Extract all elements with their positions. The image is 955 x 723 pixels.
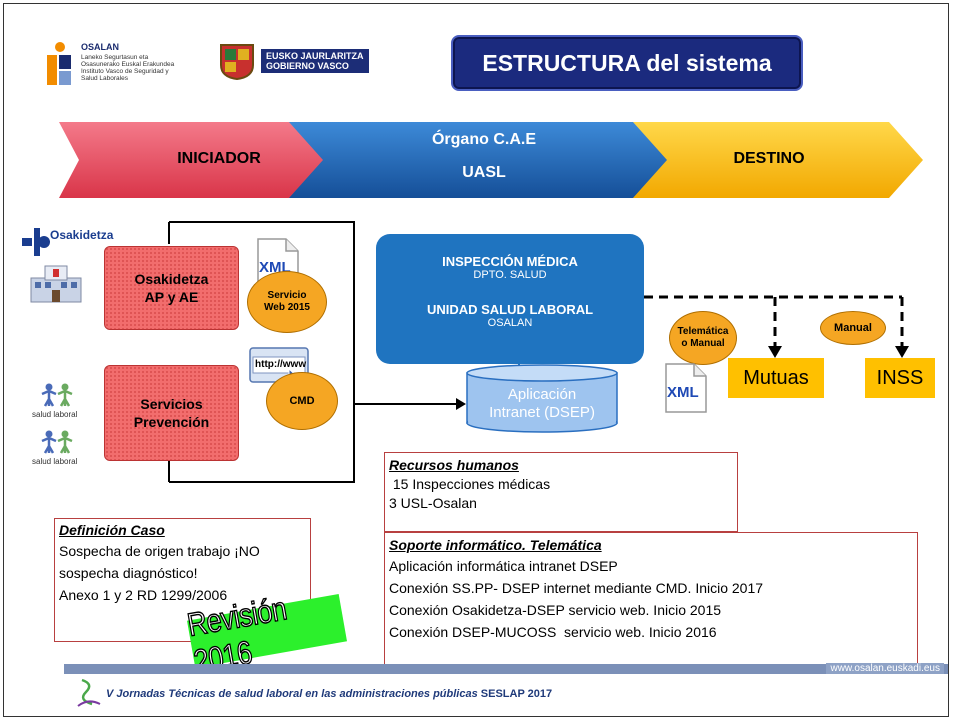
organo-arrow (289, 122, 683, 198)
aplicacion-line2: Intranet (DSEP) (489, 404, 595, 421)
page-title: ESTRUCTURA del sistema (451, 35, 803, 91)
gv-line2: GOBIERNO VASCO (266, 61, 349, 71)
osakidetza-box-line1: Osakidetza (134, 271, 209, 287)
footer-url: www.osalan.euskadi.eus (826, 663, 944, 674)
recursos-line2: 3 USL-Osalan (389, 495, 477, 511)
servicio-web-line2: Web 2015 (264, 302, 310, 313)
salud-laboral-logo-1: salud laboral (32, 382, 82, 422)
osalan-subtitle: Laneko Segurtasun eta Osasunerako Euskal… (81, 54, 186, 82)
osakidetza-box-line2: AP y AE (144, 289, 199, 305)
servicio-web-line1: Servicio (267, 290, 307, 301)
inspeccion-sub: DPTO. SALUD (473, 269, 547, 281)
osakidetza-logo-text: Osakidetza (50, 228, 114, 242)
osakidetza-box: Osakidetza AP y AE (104, 246, 239, 330)
iniciador-arrow (59, 122, 333, 198)
telematica-line2: o Manual (681, 338, 725, 349)
browser-http-icon: http://www (249, 347, 309, 387)
salud-laboral-logo-2: salud laboral (32, 429, 82, 469)
definicion-line3: Anexo 1 y 2 RD 1299/2006 (59, 587, 228, 603)
uasl-label: UASL (462, 164, 506, 181)
osalan-line3: Instituto Vasco de Seguridad y (81, 68, 169, 75)
definicion-line1: Sospecha de origen trabajo ¡NO (59, 543, 260, 559)
aplicacion-label: Aplicación Intranet (DSEP) (466, 386, 618, 422)
mutuas-box: Mutuas (728, 358, 824, 398)
footer-text-bold: SESLAP 2017 (480, 688, 553, 700)
inspeccion-title: INSPECCIÓN MÉDICA (442, 254, 578, 269)
soporte-box: Soporte informático. Telemática Aplicaci… (384, 532, 918, 666)
recursos-heading: Recursos humanos (389, 457, 519, 473)
osakidetza-logo: Osakidetza (22, 228, 122, 258)
footer-bar (64, 664, 948, 674)
definicion-line2: sospecha diagnóstico! (59, 565, 198, 581)
people-icon (41, 383, 73, 407)
osalan-line1: Laneko Segurtasun eta (81, 54, 149, 61)
flow-arrows (59, 122, 923, 198)
definicion-caso-box: Definición Caso Sospecha de origen traba… (54, 518, 311, 642)
unidad-title: UNIDAD SALUD LABORAL (426, 302, 594, 317)
xml-label-right: XML (667, 384, 699, 401)
soporte-line3: Conexión Osakidetza-DSEP servicio web. I… (389, 602, 722, 618)
recursos-humanos-box: Recursos humanos 15 Inspecciones médicas… (384, 452, 738, 532)
footer-text-italic: V Jornadas Técnicas de salud laboral en … (106, 688, 481, 700)
osalan-name: OSALAN (81, 42, 119, 52)
recursos-line1: 15 Inspecciones médicas (389, 476, 551, 492)
destino-arrow (633, 122, 923, 198)
iniciador-label: INICIADOR (177, 150, 261, 167)
aplicacion-line1: Aplicación (507, 386, 577, 403)
osalan-line4: Salud Laborales (81, 75, 128, 82)
osalan-logo: OSALAN Laneko Segurtasun eta Osasunerako… (43, 41, 183, 89)
inss-box: INSS (865, 358, 935, 398)
telematica-line1: Telemática (677, 326, 729, 337)
gobierno-vasco-logo: EUSKO JAURLARITZA GOBIERNO VASCO (217, 41, 397, 81)
osakidetza-cross-icon (22, 228, 50, 256)
people-icon (41, 430, 73, 454)
gv-line1: EUSKO JAURLARITZA (266, 51, 364, 61)
soporte-heading: Soporte informático. Telemática (389, 537, 602, 553)
organo-label: Órgano C.A.E (431, 131, 536, 148)
aplicacion-intranet-cylinder: Aplicación Intranet (DSEP) (466, 364, 618, 434)
definicion-heading: Definición Caso (59, 522, 165, 538)
unidad-sub: OSALAN (487, 317, 533, 329)
soporte-line1: Aplicación informática intranet DSEP (389, 558, 618, 574)
revision-stamp: Revisión 2016 (184, 590, 347, 680)
servicios-line2: Prevención (133, 414, 210, 430)
gobierno-vasco-text: EUSKO JAURLARITZA GOBIERNO VASCO (261, 49, 369, 73)
xml-document-icon-right: XML (664, 362, 708, 414)
connectors (168, 221, 909, 483)
soporte-line2: Conexión SS.PP- DSEP internet mediante C… (389, 580, 764, 596)
http-label: http://www (255, 359, 307, 370)
destino-label: DESTINO (733, 150, 805, 167)
hospital-building-icon (30, 265, 82, 303)
seslap-logo-icon (77, 678, 101, 707)
coat-of-arms-icon (220, 44, 254, 81)
servicios-line1: Servicios (140, 396, 203, 412)
soporte-line4: Conexión DSEP-MUCOSS servicio web. Inici… (389, 624, 717, 640)
slide: OSALAN Laneko Segurtasun eta Osasunerako… (3, 3, 949, 717)
cmd-ellipse: CMD (266, 372, 338, 430)
osalan-line2: Osasunerako Euskal Erakundea (81, 61, 175, 68)
salud-laboral-text-1: salud laboral (32, 410, 78, 419)
salud-laboral-text-2: salud laboral (32, 457, 78, 466)
uasl-box: INSPECCIÓN MÉDICA DPTO. SALUD UNIDAD SAL… (376, 234, 644, 364)
manual-ellipse: Manual (820, 311, 886, 345)
osalan-logo-icon (47, 42, 71, 85)
footer-text: V Jornadas Técnicas de salud laboral en … (106, 688, 552, 700)
